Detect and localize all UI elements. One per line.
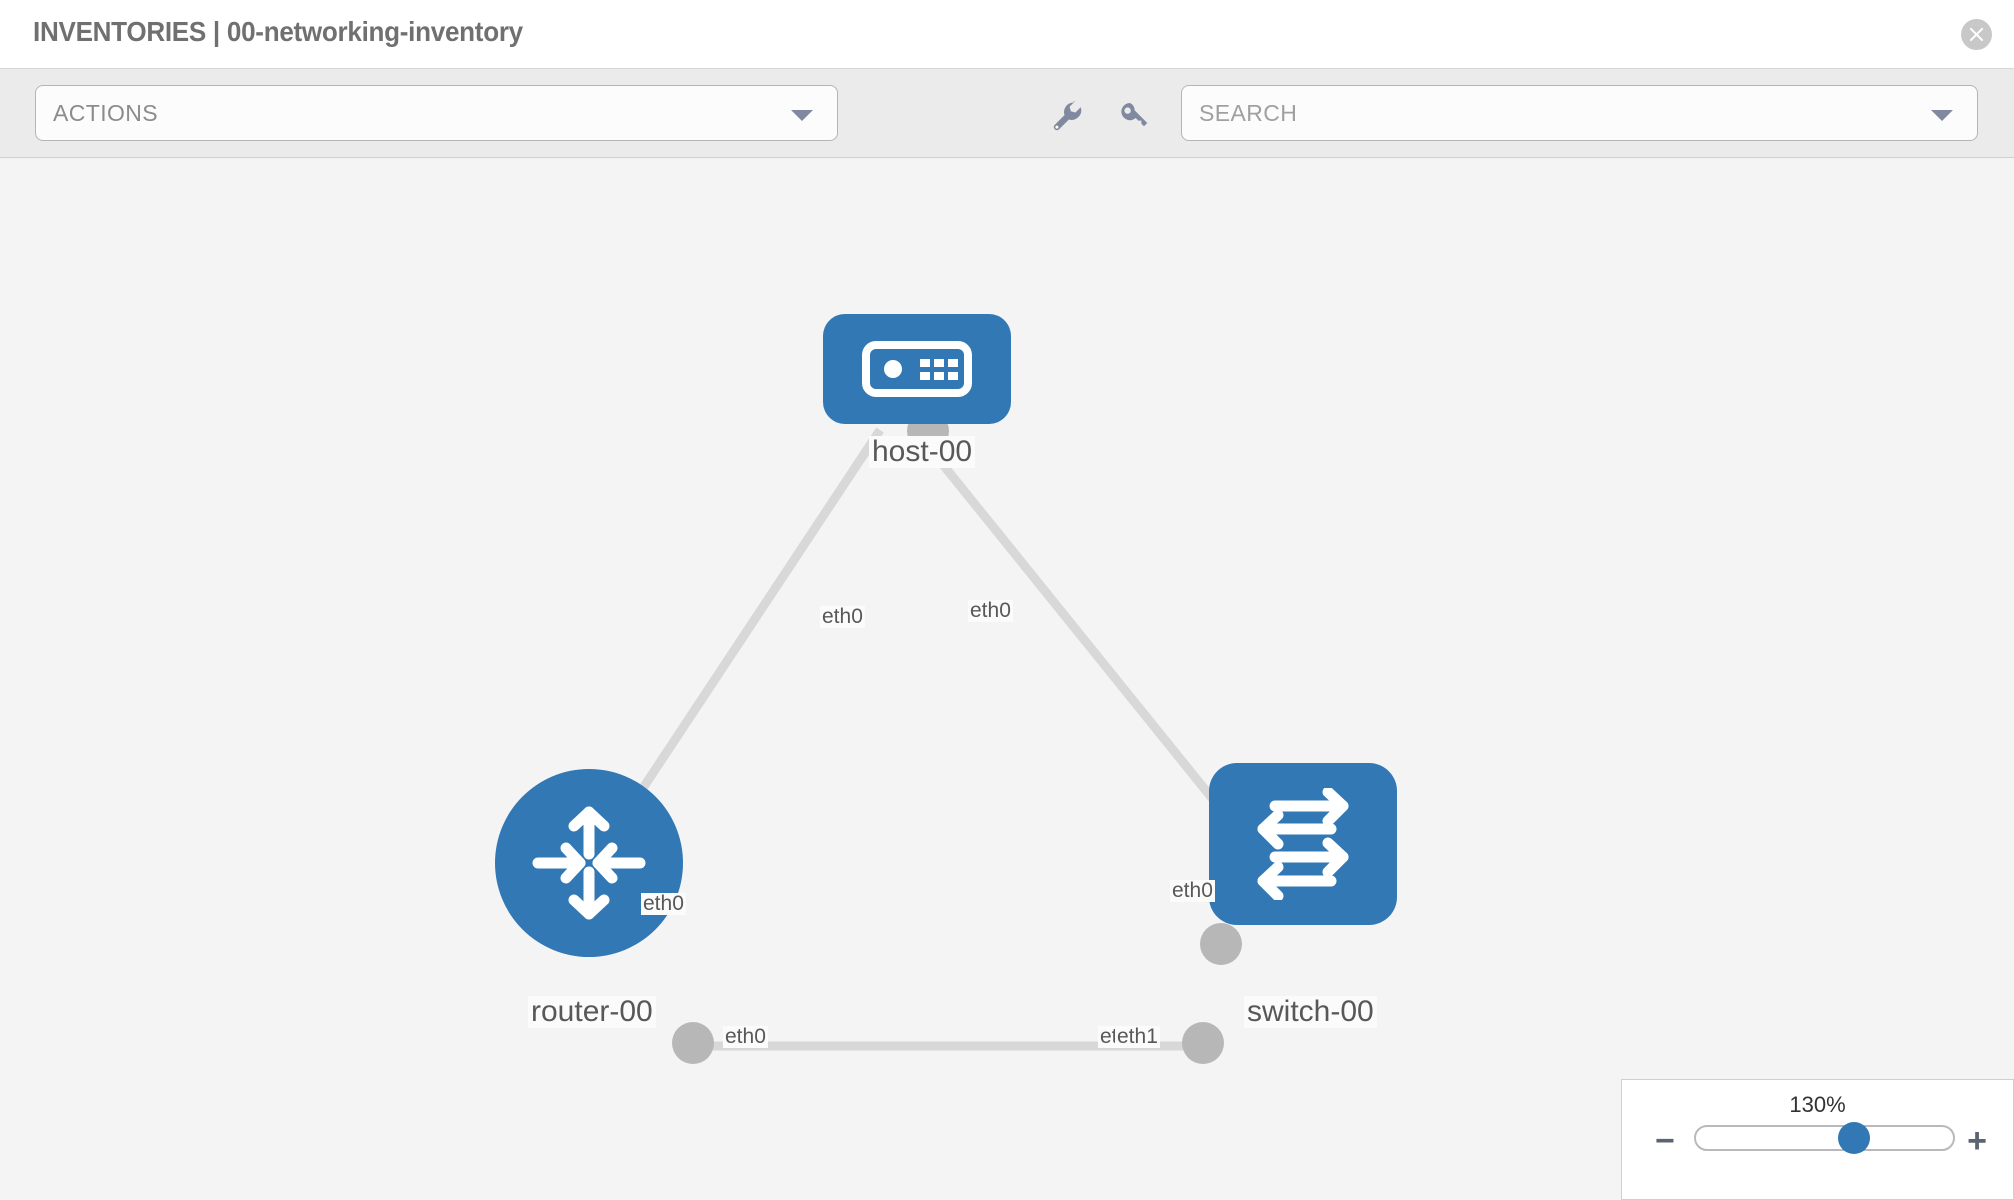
port-switch-left[interactable]	[1182, 1022, 1224, 1064]
edge-label-router-switch-router-side: eth0	[723, 1025, 768, 1049]
node-host-00-label: host-00	[869, 436, 976, 468]
toolbar: ACTIONS SEARCH	[0, 68, 2014, 158]
page-header: INVENTORIES | 00-networking-inventory	[0, 0, 2014, 68]
node-host-00[interactable]	[823, 314, 1011, 424]
page-title: INVENTORIES | 00-networking-inventory	[33, 16, 523, 47]
topology-canvas[interactable]: host-00	[0, 158, 2014, 1200]
node-switch-00[interactable]	[1209, 763, 1397, 925]
zoom-slider-thumb[interactable]	[1838, 1122, 1870, 1154]
node-switch-00-shape	[1209, 763, 1397, 925]
edge-label-host-switch-host-side: eth0	[968, 599, 1013, 623]
node-router-00-label: router-00	[528, 996, 656, 1028]
actions-dropdown[interactable]: ACTIONS	[35, 85, 838, 141]
node-router-00-shape	[495, 769, 683, 957]
link-host-switch	[911, 427, 1232, 821]
close-icon[interactable]	[1961, 19, 1992, 50]
zoom-out-button[interactable]: −	[1655, 1122, 1675, 1160]
edge-label-router-switch-switch-side: eth1	[1115, 1025, 1160, 1049]
node-host-00-shape	[823, 314, 1011, 424]
zoom-control: 130% − +	[1621, 1079, 2014, 1200]
node-router-00[interactable]	[495, 769, 683, 957]
chevron-down-icon	[791, 110, 813, 121]
edge-label-host-switch-switch-side: eth0	[1170, 879, 1215, 903]
zoom-in-button[interactable]: +	[1967, 1122, 1987, 1160]
link-host-router	[596, 427, 884, 856]
switch-two-way-arrows-icon	[1209, 763, 1397, 925]
port-router-right[interactable]	[672, 1022, 714, 1064]
search-placeholder: SEARCH	[1199, 100, 1298, 126]
edge-label-host-router-router-side: eth0	[641, 892, 686, 916]
chevron-down-icon	[1931, 110, 1953, 121]
edge-label-host-router-host-side: eth0	[820, 605, 865, 629]
router-four-arrows-icon	[495, 769, 683, 957]
port-switch-top[interactable]	[1200, 923, 1242, 965]
search-input[interactable]: SEARCH	[1181, 85, 1978, 141]
wrench-icon[interactable]	[1050, 99, 1084, 133]
zoom-slider[interactable]	[1694, 1122, 1955, 1154]
server-appliance-icon	[823, 314, 1011, 424]
zoom-percent-label: 130%	[1789, 1092, 1846, 1117]
node-switch-00-label: switch-00	[1244, 996, 1377, 1028]
key-icon[interactable]	[1117, 99, 1151, 133]
actions-dropdown-label: ACTIONS	[53, 100, 159, 126]
